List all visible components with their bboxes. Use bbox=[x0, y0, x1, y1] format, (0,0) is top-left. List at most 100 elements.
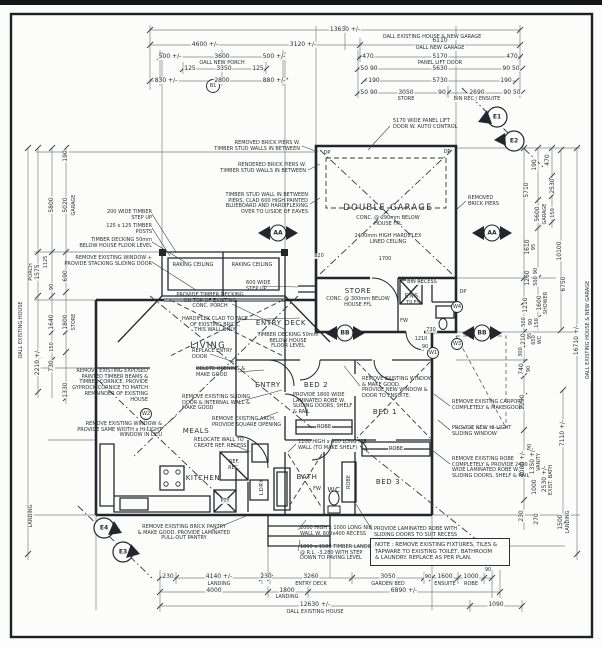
dim-top-overall-label: OALL EXISTING HOUSE & NEW GARAGE bbox=[381, 34, 483, 40]
dim-right-shower-label: SHOWER bbox=[543, 290, 549, 316]
dim-porch-3600: 3600 bbox=[213, 53, 231, 60]
dim-right-1000: 1000 bbox=[531, 478, 538, 496]
floor-waste-marker-2: FW bbox=[313, 486, 321, 492]
annotation-remove-robe-2400: REMOVE EXISTING ROBE COMPLETELY & PROVID… bbox=[452, 456, 530, 480]
dim-panel-label: PANEL LIFT DOOR bbox=[416, 60, 464, 66]
dim-right-270: 270 bbox=[533, 512, 540, 526]
dim-garage-9050b: 90 50 bbox=[502, 89, 522, 96]
dim-inline-820: 820 bbox=[313, 253, 325, 259]
dim-left-porch-label: PORCH bbox=[28, 262, 34, 282]
annotation-hilight-window-in-lieu: REMOVE EXISTING WINDOW & PROVIDE SAME WI… bbox=[77, 421, 162, 439]
walls bbox=[94, 144, 458, 547]
dim-porch-500b: 500 +/- bbox=[261, 53, 287, 60]
dim-bot-3260: 3260 bbox=[302, 573, 320, 580]
dim-left-store-label: STORE bbox=[71, 312, 77, 332]
dim-garage-9050a: 90 50 bbox=[501, 65, 521, 72]
annotation-1800-robe: PROVIDE 1800 WIDE LAMINATED ROBE W. SLID… bbox=[293, 392, 353, 416]
window-marker-w3: W3 bbox=[452, 341, 462, 347]
annotation-timber-decking: TIMBER DECKING 50mm BELOW HOUSE FLOOR LE… bbox=[79, 237, 152, 249]
annotation-nib-wall-2000: 2000 HIGH x 1000 LONG NIB WALL W. 600x40… bbox=[300, 525, 373, 537]
room-note-garage-conc: CONC. @ 290mm BELOW HOUSE FFL bbox=[356, 215, 420, 227]
dim-bot-landing-label: LANDING bbox=[206, 581, 232, 587]
window-marker-w4: W4 bbox=[452, 304, 462, 310]
annotation-robe-suit-recess: PROVIDE LAMINATED ROBE WITH SLIDING DOOR… bbox=[374, 526, 458, 538]
annotation-timber-landing: 1800 x 1500 TIMBER LANDING @ R.L. -3.280… bbox=[300, 544, 377, 562]
dim-top-3120: 3120 +/- bbox=[288, 41, 318, 48]
dim-bot-230b: 230 bbox=[259, 573, 273, 580]
annotation-new-window-ensuite: REMOVE EXISTING WINDOW & MAKE GOOD. PROV… bbox=[362, 376, 433, 400]
dim-garage-470b: 470 bbox=[505, 53, 519, 60]
annotation-remove-carport: REMOVE EXISTING CARPORT COMPLETELY & MAK… bbox=[452, 399, 524, 411]
room-note-ens-tiles: TILES bbox=[406, 300, 420, 306]
dim-right-garage-label: GARAGE bbox=[542, 202, 548, 226]
section-marker-e3: E3 bbox=[118, 548, 128, 556]
dim-left-oall-label: OALL EXISTING HOUSE bbox=[18, 300, 24, 360]
dim-left-1575: 1575 bbox=[34, 263, 41, 281]
dim-left-1640: 1640 bbox=[48, 313, 55, 331]
room-label-bed2: BED 2 bbox=[303, 381, 329, 389]
downpipe-marker-2: DP bbox=[443, 149, 451, 155]
dim-bot-4140: 4140 +/- bbox=[204, 573, 234, 580]
dim-right-150b: 150 bbox=[534, 317, 540, 329]
dim-right-500a: 500 bbox=[533, 275, 539, 287]
annotation-stud-wall-blueboard: TIMBER STUD WALL IN BETWEEN PIERS, CLAD … bbox=[225, 192, 308, 216]
dim-right-5600: 5600 bbox=[534, 205, 541, 223]
leader-lines bbox=[151, 125, 467, 552]
dim-right-5710: 5710 bbox=[523, 181, 530, 199]
dim-right-10100: 10100 bbox=[556, 240, 563, 262]
room-label-robe-hall: ROBE bbox=[346, 474, 352, 490]
dim-right-90a: 90 bbox=[533, 266, 539, 276]
dim-bot-230a: 230 bbox=[161, 573, 175, 580]
dim-garage-5090b: 50 90 bbox=[359, 89, 379, 96]
dim-right-300: 300 bbox=[518, 346, 524, 358]
section-marker-e4: E4 bbox=[99, 524, 109, 532]
dim-right-1260: 1260 bbox=[524, 269, 531, 287]
dim-bot-landing2-label: LANDING bbox=[274, 594, 300, 600]
room-label-kitchen: KITCHEN bbox=[185, 474, 221, 482]
annotation-remove-beams-cornice: REMOVE EXISTING EXPOSED PAINTED TIMBER B… bbox=[72, 368, 148, 403]
marker-b1: B1 bbox=[209, 83, 217, 89]
annotation-removed-piers-between: REMOVED BRICK PIERS W. TIMBER STUD WALLS… bbox=[214, 140, 300, 152]
dim-right-oall-label: OALL EXISTING HOUSE & NEW GARAGE bbox=[585, 279, 591, 381]
dim-bot-ensuite-label: ENSUITE bbox=[433, 581, 457, 587]
annotation-new-hilight-window: PROVIDE NEW HI-LIGHT SLIDING WINDOW bbox=[452, 425, 512, 437]
dim-bot-1090: 1090 bbox=[487, 601, 505, 608]
dim-left-2210: 2210 +/- bbox=[34, 347, 41, 377]
dim-left-1125: 1125 bbox=[43, 254, 49, 270]
dim-binrec-label: BIN REC / ENSUITE bbox=[452, 96, 502, 102]
dim-bot-robe-label: ROBE bbox=[463, 581, 479, 587]
section-marker-e2: E2 bbox=[509, 137, 519, 145]
room-note-entry-deck: TIMBER DECKING 50mm BELOW HOUSE FLOOR LE… bbox=[257, 332, 319, 350]
dim-left-5020: 5020 bbox=[62, 196, 69, 214]
dim-right-500b: 500 bbox=[521, 316, 527, 328]
annotation-stacking-door: REMOVE EXISTING WINDOW + PROVIDE STACKIN… bbox=[64, 255, 152, 267]
annotation-nib-wall-1100: 1100 HIGH x 900 LONG NIB WALL (TO MAKE S… bbox=[298, 439, 367, 451]
annotation-remove-brick-pantry: REMOVE EXISTING BRICK PANTRY & MAKE GOOD… bbox=[137, 524, 231, 542]
room-note-garage-ceiling: 2400mm HIGH HARDIFLEX LINED CEILING bbox=[354, 233, 422, 245]
dim-inline-1700: 1700 bbox=[377, 256, 393, 262]
dim-garage-overall-label: OALL NEW GARAGE bbox=[414, 45, 466, 51]
dim-bot-6890: 6890 +/- bbox=[389, 587, 419, 594]
room-label-bath: BATH bbox=[296, 473, 318, 481]
room-label-entry-deck: ENTRY DECK bbox=[255, 319, 307, 327]
downpipe-marker-3: DP bbox=[459, 289, 467, 295]
dim-garage-2690: 2690 bbox=[468, 89, 486, 96]
dim-bot-3050: 3050 bbox=[379, 573, 397, 580]
room-label-pty: PTY bbox=[219, 498, 231, 504]
dim-right-230: 230 bbox=[518, 509, 525, 523]
dim-left-150: 150 bbox=[49, 341, 55, 353]
room-label-store: STORE bbox=[344, 287, 372, 295]
dim-left-garage-label: GARAGE bbox=[71, 193, 77, 217]
dim-right-470: 470 bbox=[544, 153, 551, 167]
floor-waste-marker-1: FW bbox=[400, 318, 408, 324]
dim-bot-gardenbed-label: GARDEN BED bbox=[370, 581, 406, 587]
dim-garage-190b: 190 bbox=[499, 77, 513, 84]
dim-left-730: 730 bbox=[48, 359, 55, 373]
dim-right-7110: 7110 +/- bbox=[559, 418, 566, 448]
dim-right-16710: 16710 +/- bbox=[573, 323, 580, 357]
dim-top-overall: 13630 +/- bbox=[328, 26, 362, 33]
note-box: NOTE : REMOVE EXISTING FIXTURES, TILES &… bbox=[370, 538, 510, 566]
dim-garage-3050: 3050 bbox=[397, 89, 415, 96]
dim-left-90: 90 bbox=[49, 282, 55, 292]
